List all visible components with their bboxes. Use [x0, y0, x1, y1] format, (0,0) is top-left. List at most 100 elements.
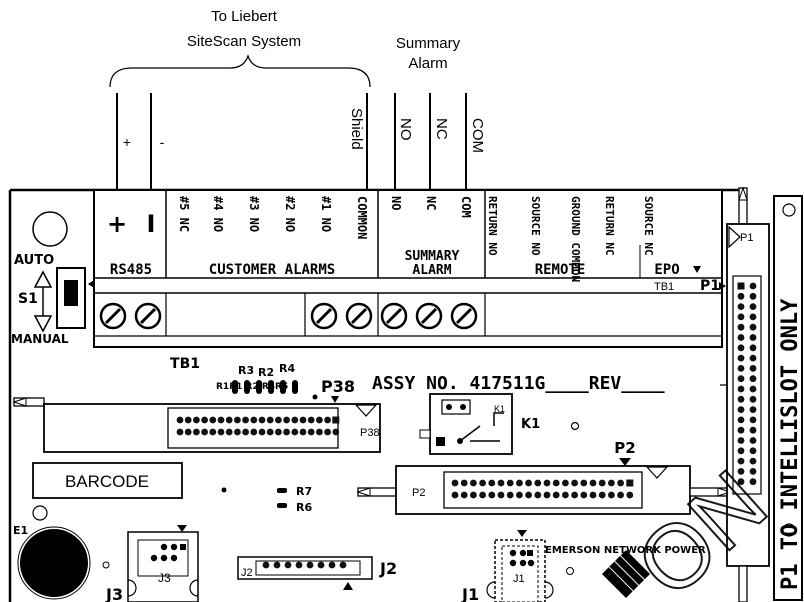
connector-pin — [617, 479, 624, 487]
switch-s1-label: S1 — [18, 291, 38, 307]
connector-pin — [737, 282, 745, 290]
connector-pin — [266, 428, 274, 436]
wire-shield-label: Shield — [348, 108, 365, 150]
e1-label: E1 — [13, 524, 28, 537]
connector-pin — [332, 428, 340, 436]
tb-sa-nc: NC — [424, 196, 438, 210]
connector-pin — [497, 479, 505, 487]
connector-pin — [749, 282, 757, 290]
tb-no4: #4 NO — [211, 196, 225, 232]
connector-pin — [737, 385, 745, 393]
s1-switch-knob — [64, 280, 78, 306]
connector-pin — [295, 561, 303, 569]
connector-pin — [737, 354, 745, 362]
screw-2 — [134, 302, 162, 330]
connector-pin — [543, 491, 551, 499]
tb-sa-com: COM — [459, 196, 473, 218]
p38-pins — [176, 416, 340, 436]
connector-pin — [608, 479, 615, 487]
connector-pin — [283, 416, 290, 424]
barcode-label: BARCODE — [65, 472, 149, 491]
tb-customer-alarms: CUSTOMER ALARMS — [209, 262, 335, 278]
connector-pin — [225, 416, 233, 424]
connector-pin — [470, 479, 477, 487]
connector-pin — [589, 479, 597, 487]
connector-pin — [299, 416, 307, 424]
summary-label-line1: Summary — [396, 35, 461, 52]
connector-pin — [193, 416, 200, 424]
r-row-label: R1R1 R2 R4R5 — [216, 382, 288, 392]
connector-pin — [598, 491, 606, 499]
connector-pin — [217, 416, 225, 424]
connector-pin — [470, 491, 477, 499]
connector-pin — [737, 468, 745, 475]
r7-component — [277, 488, 287, 493]
tb-epo-source-nc: SOURCE NC — [642, 196, 655, 256]
connector-pin — [737, 406, 745, 413]
connector-pin — [307, 428, 315, 436]
connector-pin — [201, 416, 209, 424]
wire-minus-label: - — [160, 134, 165, 150]
connector-pin — [534, 479, 542, 487]
screw-4 — [345, 302, 373, 330]
r4-label: R4 — [279, 362, 295, 375]
connector-pin — [552, 491, 560, 499]
connector-pin — [737, 323, 745, 331]
k1-inner-label: K1 — [494, 404, 505, 414]
connector-pin — [266, 416, 274, 424]
connector-pin — [317, 561, 325, 569]
connector-pin — [506, 479, 514, 487]
barcode-box — [32, 462, 183, 499]
connector-pin — [242, 428, 250, 436]
connector-pin — [324, 416, 331, 424]
connector-pin — [737, 426, 745, 434]
emerson-diamond-icon — [601, 549, 651, 599]
connector-pin — [737, 303, 745, 310]
screw-7 — [450, 302, 478, 330]
connector-pin — [184, 416, 192, 424]
connector-pin — [749, 395, 757, 403]
connector-pin — [589, 491, 597, 499]
wire-com-label: COM — [469, 118, 486, 153]
screw-6 — [415, 302, 443, 330]
j1-label: J1 — [461, 585, 479, 602]
p1-connector — [726, 186, 770, 602]
connector-pin — [316, 416, 323, 424]
j3-connector — [127, 525, 199, 602]
tb-return-no: RETURN NO — [486, 196, 499, 256]
mounting-hole-left — [32, 211, 68, 247]
connector-pin — [488, 479, 496, 487]
connector-pin — [737, 447, 745, 455]
tb-common: COMMON — [355, 196, 369, 239]
sitescan-label-line1: To Liebert — [211, 8, 278, 25]
connector-pin — [749, 385, 757, 393]
connector-pin — [737, 375, 745, 383]
sitescan-label-line2: SiteScan System — [187, 33, 301, 50]
connector-pin — [737, 478, 745, 486]
j1-inner-label: J1 — [513, 573, 525, 585]
test-point — [570, 421, 580, 431]
connector-pin — [234, 428, 241, 436]
screw-terminals — [99, 302, 478, 330]
assy-number: ASSY NO. 417511G____REV____ — [372, 373, 665, 394]
p1-arrow-icon — [719, 282, 726, 290]
tb-no1: #1 NO — [319, 196, 333, 232]
connector-pin — [737, 437, 745, 444]
connector-pin — [737, 292, 745, 300]
j2-connector — [237, 556, 373, 590]
connector-pin — [749, 334, 757, 341]
connector-pin — [209, 416, 217, 424]
p2-pin1-arrow-icon — [619, 458, 631, 466]
r6-label: R6 — [296, 501, 312, 514]
p38-connector — [12, 397, 381, 453]
connector-pin — [749, 365, 757, 372]
tb-minus: I — [147, 210, 156, 238]
connector-pin — [328, 561, 336, 569]
arrow-down-icon — [33, 315, 53, 333]
connector-pin — [749, 354, 757, 362]
connector-pin — [324, 428, 331, 436]
switch-manual-label: MANUAL — [11, 332, 69, 346]
tb-no2: #2 NO — [283, 196, 297, 232]
j3-inner-label: J3 — [158, 571, 171, 585]
tb-nc5: #5 NC — [177, 196, 191, 232]
